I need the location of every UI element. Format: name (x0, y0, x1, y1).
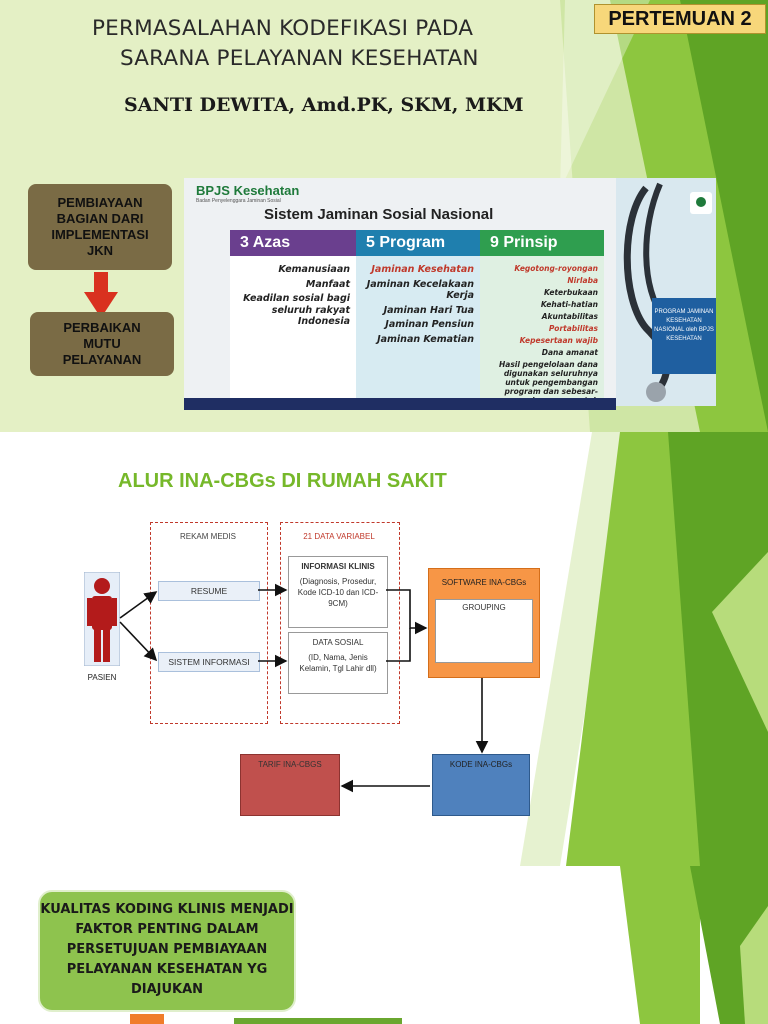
azas-item: Keadilan sosial bagi seluruh rakyat Indo… (243, 293, 350, 327)
azas-header: 3 Azas (230, 230, 356, 256)
slide-3: KUALITAS KODING KLINIS MENJADI FAKTOR PE… (0, 866, 768, 1024)
green-tab-shape (234, 1018, 402, 1024)
informasi-klinis-body: (Diagnosis, Prosedur, Kode ICD-10 dan IC… (297, 577, 379, 608)
prinsip-item: Akuntabilitas (541, 312, 598, 321)
poster-footer-bar (184, 398, 616, 410)
jkn-banner: PROGRAM JAMINAN KESEHATAN NASIONAL oleh … (652, 298, 716, 374)
kualitas-koding-box: KUALITAS KODING KLINIS MENJADI FAKTOR PE… (38, 890, 296, 1012)
resume-box: RESUME (158, 581, 260, 601)
pasien-label: PASIEN (87, 673, 117, 682)
program-column: 5 Program Jaminan Kesehatan Jaminan Kece… (356, 230, 480, 400)
sjsn-poster: BPJS Kesehatan Badan Penyelenggara Jamin… (184, 178, 616, 410)
prinsip-item: Keterbukaan (543, 288, 598, 297)
stethoscope-poster: PROGRAM JAMINAN KESEHATAN NASIONAL oleh … (616, 178, 716, 406)
program-item: Jaminan Kesehatan (371, 264, 474, 275)
patient-icon (84, 572, 120, 666)
grouping-box: GROUPING (435, 599, 533, 663)
pertemuan-badge: PERTEMUAN 2 (594, 4, 766, 34)
program-item: Jaminan Kematian (377, 333, 474, 345)
slide-2-title: ALUR INA-CBGs DI RUMAH SAKIT (118, 470, 447, 492)
rekam-medis-group (150, 522, 268, 724)
rekam-medis-label: REKAM MEDIS (179, 532, 236, 541)
poster-title: Sistem Jaminan Sosial Nasional (264, 206, 494, 223)
informasi-klinis-box: INFORMASI KLINIS (Diagnosis, Prosedur, K… (288, 556, 388, 628)
pembiayaan-label: PEMBIAYAAN BAGIAN DARI IMPLEMENTASI JKN (51, 195, 149, 258)
perbaikan-mutu-box: PERBAIKAN MUTU PELAYANAN (30, 312, 174, 376)
grouping-label: GROUPING (462, 603, 506, 612)
prinsip-item: Nirlaba (567, 276, 598, 285)
slide-3-green-decoration (620, 866, 768, 1024)
data-sosial-head: DATA SOSIAL (312, 638, 364, 647)
program-item: Jaminan Hari Tua (383, 304, 474, 316)
prinsip-header: 9 Prinsip (480, 230, 604, 256)
prinsip-item: Portabilitas (548, 324, 598, 333)
slide-1-title: PERMASALAHAN KODEFIKASI PADA SARANA PELA… (92, 14, 572, 74)
sistem-informasi-box: SISTEM INFORMASI (158, 652, 260, 672)
orange-tab-shape (130, 1014, 164, 1024)
perbaikan-mutu-label: PERBAIKAN MUTU PELAYANAN (62, 320, 142, 367)
data-sosial-box: DATA SOSIAL (ID, Nama, Jenis Kelamin, Tg… (288, 632, 388, 694)
title-line-1: PERMASALAHAN KODEFIKASI PADA (92, 16, 474, 41)
data-variabel-label: 21 DATA VARIABEL (303, 532, 375, 541)
author-name: SANTI DEWITA, Amd.PK, SKM, MKM (124, 94, 524, 116)
prinsip-column: 9 Prinsip Kegotong-royongan Nirlaba Kete… (480, 230, 604, 410)
prinsip-item: Dana amanat (541, 348, 598, 357)
prinsip-item: Kehati-hatian (540, 300, 598, 309)
program-item: Jaminan Pensiun (385, 319, 474, 330)
software-label: SOFTWARE INA-CBGs (441, 578, 527, 587)
data-variabel-group (280, 522, 400, 724)
azas-item: Kemanusiaan (278, 264, 350, 275)
slide-1: PERMASALAHAN KODEFIKASI PADA SARANA PELA… (0, 0, 768, 432)
prinsip-list: Kegotong-royongan Nirlaba Keterbukaan Ke… (480, 256, 604, 410)
title-line-2: SARANA PELAYANAN KESEHATAN (120, 46, 479, 71)
azas-item: Manfaat (305, 278, 350, 290)
software-inacbgs-box: SOFTWARE INA-CBGs GROUPING (428, 568, 540, 678)
azas-column: 3 Azas Kemanusiaan Manfaat Keadilan sosi… (230, 230, 356, 400)
program-list: Jaminan Kesehatan Jaminan Kecelakaan Ker… (356, 256, 480, 400)
bpjs-logo-subtext: Badan Penyelenggara Jaminan Sosial (196, 198, 281, 204)
slide-2: ALUR INA-CBGs DI RUMAH SAKIT REKAM MEDIS… (0, 432, 768, 866)
prinsip-item: Kepesertaan wajib (519, 336, 598, 345)
azas-list: Kemanusiaan Manfaat Keadilan sosial bagi… (230, 256, 356, 400)
down-arrow-icon (84, 272, 118, 318)
tarif-inacbgs-box: TARIF INA-CBGS (240, 754, 340, 816)
informasi-klinis-head: INFORMASI KLINIS (301, 562, 375, 571)
kualitas-koding-text: KUALITAS KODING KLINIS MENJADI FAKTOR PE… (40, 902, 294, 997)
bpjs-logo-text: BPJS Kesehatan (196, 183, 300, 198)
data-sosial-body: (ID, Nama, Jenis Kelamin, Tgl Lahir dll) (299, 653, 377, 673)
slide-2-green-decoration (520, 432, 768, 866)
program-item: Jaminan Kecelakaan Kerja (366, 278, 474, 302)
program-header: 5 Program (356, 230, 480, 256)
kode-inacbgs-box: KODE INA-CBGs (432, 754, 530, 816)
bpjs-logo: BPJS Kesehatan Badan Penyelenggara Jamin… (196, 183, 299, 204)
flow-arrows (119, 583, 489, 793)
pembiayaan-box: PEMBIAYAAN BAGIAN DARI IMPLEMENTASI JKN (28, 184, 172, 270)
prinsip-item: Kegotong-royongan (514, 264, 598, 273)
